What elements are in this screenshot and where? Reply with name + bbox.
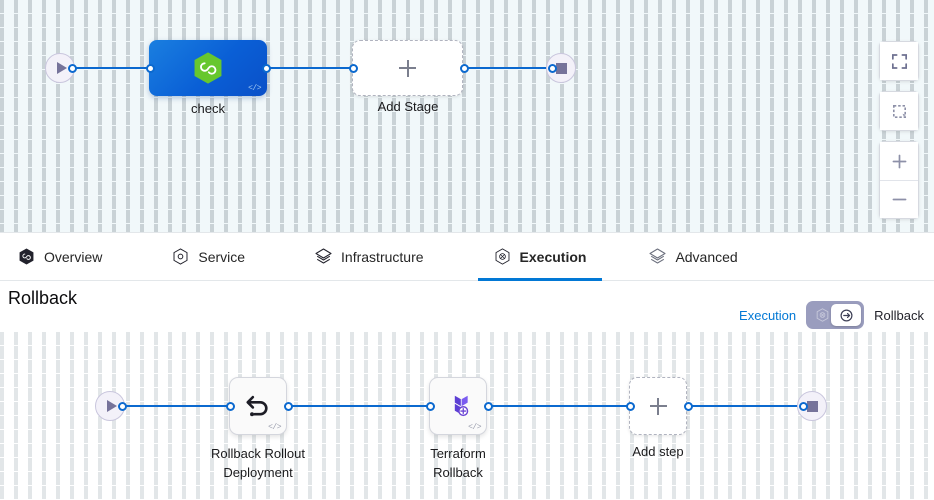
tab-label: Execution — [519, 248, 587, 265]
port-addstage-in[interactable] — [349, 64, 358, 73]
layers-icon — [315, 248, 332, 264]
plus-icon — [399, 59, 416, 77]
zoom-in-button[interactable] — [880, 142, 918, 180]
port-step1-out[interactable] — [284, 402, 293, 411]
edge-start-to-step1 — [122, 405, 230, 407]
step-label-line2: Rollback — [433, 465, 483, 480]
step-node-rollback-rollout-deployment[interactable]: </> — [229, 377, 287, 435]
play-icon — [106, 400, 117, 412]
port-addstage-out[interactable] — [460, 64, 469, 73]
port-addstep-out[interactable] — [684, 402, 693, 411]
edge-step2-to-addstep — [487, 405, 630, 407]
rollback-header: Rollback Execution Rollback — [0, 281, 934, 332]
edge-start-to-check — [72, 67, 150, 69]
harness-hexagon-icon — [194, 52, 222, 84]
port-start-out[interactable] — [68, 64, 77, 73]
toolbar-select — [879, 91, 919, 131]
tab-infrastructure[interactable]: Infrastructure — [299, 233, 439, 281]
tab-label: Advanced — [675, 248, 738, 265]
port-end-in[interactable] — [548, 64, 557, 73]
stage-tabs: Overview Service Infrastructure Exe — [0, 232, 934, 281]
execution-rollback-switch[interactable] — [806, 301, 865, 329]
toolbar-zoom — [879, 141, 919, 219]
stop-icon — [555, 62, 567, 74]
code-marker: </> — [268, 423, 281, 432]
rollback-steps-canvas[interactable]: </> Rollback Rollout Deployment </> — [0, 332, 934, 500]
execution-icon — [816, 308, 829, 322]
port-addstep-in[interactable] — [626, 402, 635, 411]
step-label-terraform-rollback: Terraform Rollback — [378, 444, 538, 482]
edge-addstage-to-end — [463, 67, 551, 69]
service-hexagon-icon — [173, 248, 188, 265]
add-step-label: Add step — [632, 444, 684, 459]
advanced-layers-icon — [649, 248, 666, 264]
play-icon — [56, 62, 67, 74]
stage-graph-canvas[interactable]: </> check Add Stage — [0, 0, 934, 232]
page-title: Rollback — [8, 288, 78, 308]
tab-advanced[interactable]: Advanced — [633, 233, 753, 281]
stage-node-check[interactable]: </> — [149, 40, 267, 96]
add-stage-label: Add Stage — [377, 99, 439, 114]
stop-icon — [806, 400, 818, 412]
rollback-arrow-icon — [840, 309, 853, 321]
toggle-label-rollback[interactable]: Rollback — [874, 307, 924, 323]
tab-label: Overview — [44, 248, 103, 265]
step-end-node[interactable] — [797, 391, 827, 421]
toolbar-fit — [879, 41, 919, 81]
code-marker: </> — [248, 84, 261, 93]
add-step-node[interactable] — [629, 377, 687, 435]
step-label-rollback-rollout-deployment: Rollback Rollout Deployment — [178, 444, 338, 482]
code-marker: </> — [468, 423, 481, 432]
edge-addstep-to-end — [687, 405, 802, 407]
plus-icon — [892, 154, 906, 168]
select-area-button[interactable] — [880, 92, 918, 130]
port-step-end-in[interactable] — [799, 402, 808, 411]
switch-knob[interactable] — [831, 304, 862, 326]
step-node-terraform-rollback[interactable]: </> — [429, 377, 487, 435]
step-label-line2: Deployment — [223, 465, 293, 480]
execution-rollback-toggle-row: Execution Rollback — [739, 301, 924, 329]
step-label-line1: Terraform — [430, 446, 486, 461]
rollback-arrow-icon — [246, 395, 268, 417]
minus-icon — [892, 198, 906, 201]
port-step1-in[interactable] — [226, 402, 235, 411]
toggle-label-execution[interactable]: Execution — [739, 307, 797, 323]
stage-label-check: check — [191, 101, 225, 116]
port-check-in[interactable] — [146, 64, 155, 73]
port-step-start-out[interactable] — [118, 402, 127, 411]
tab-label: Infrastructure — [341, 248, 424, 265]
fit-to-screen-button[interactable] — [880, 42, 918, 80]
plus-icon — [649, 397, 667, 415]
terraform-icon — [454, 395, 469, 417]
tab-service[interactable]: Service — [156, 233, 261, 281]
expand-icon — [891, 53, 907, 69]
add-stage-node[interactable] — [352, 40, 463, 96]
edge-check-to-addstage — [265, 67, 353, 69]
dashed-square-icon — [892, 104, 906, 118]
tab-overview[interactable]: Overview — [0, 233, 118, 281]
port-step2-out[interactable] — [484, 402, 493, 411]
execution-icon — [495, 248, 509, 265]
harness-hexagon-icon — [19, 248, 34, 265]
tab-label: Service — [198, 248, 246, 265]
tab-execution[interactable]: Execution — [477, 233, 603, 281]
edge-step1-to-step2 — [287, 405, 430, 407]
port-check-out[interactable] — [262, 64, 271, 73]
step-label-line1: Rollback Rollout — [211, 446, 305, 461]
port-step2-in[interactable] — [426, 402, 435, 411]
zoom-out-button[interactable] — [880, 180, 918, 218]
